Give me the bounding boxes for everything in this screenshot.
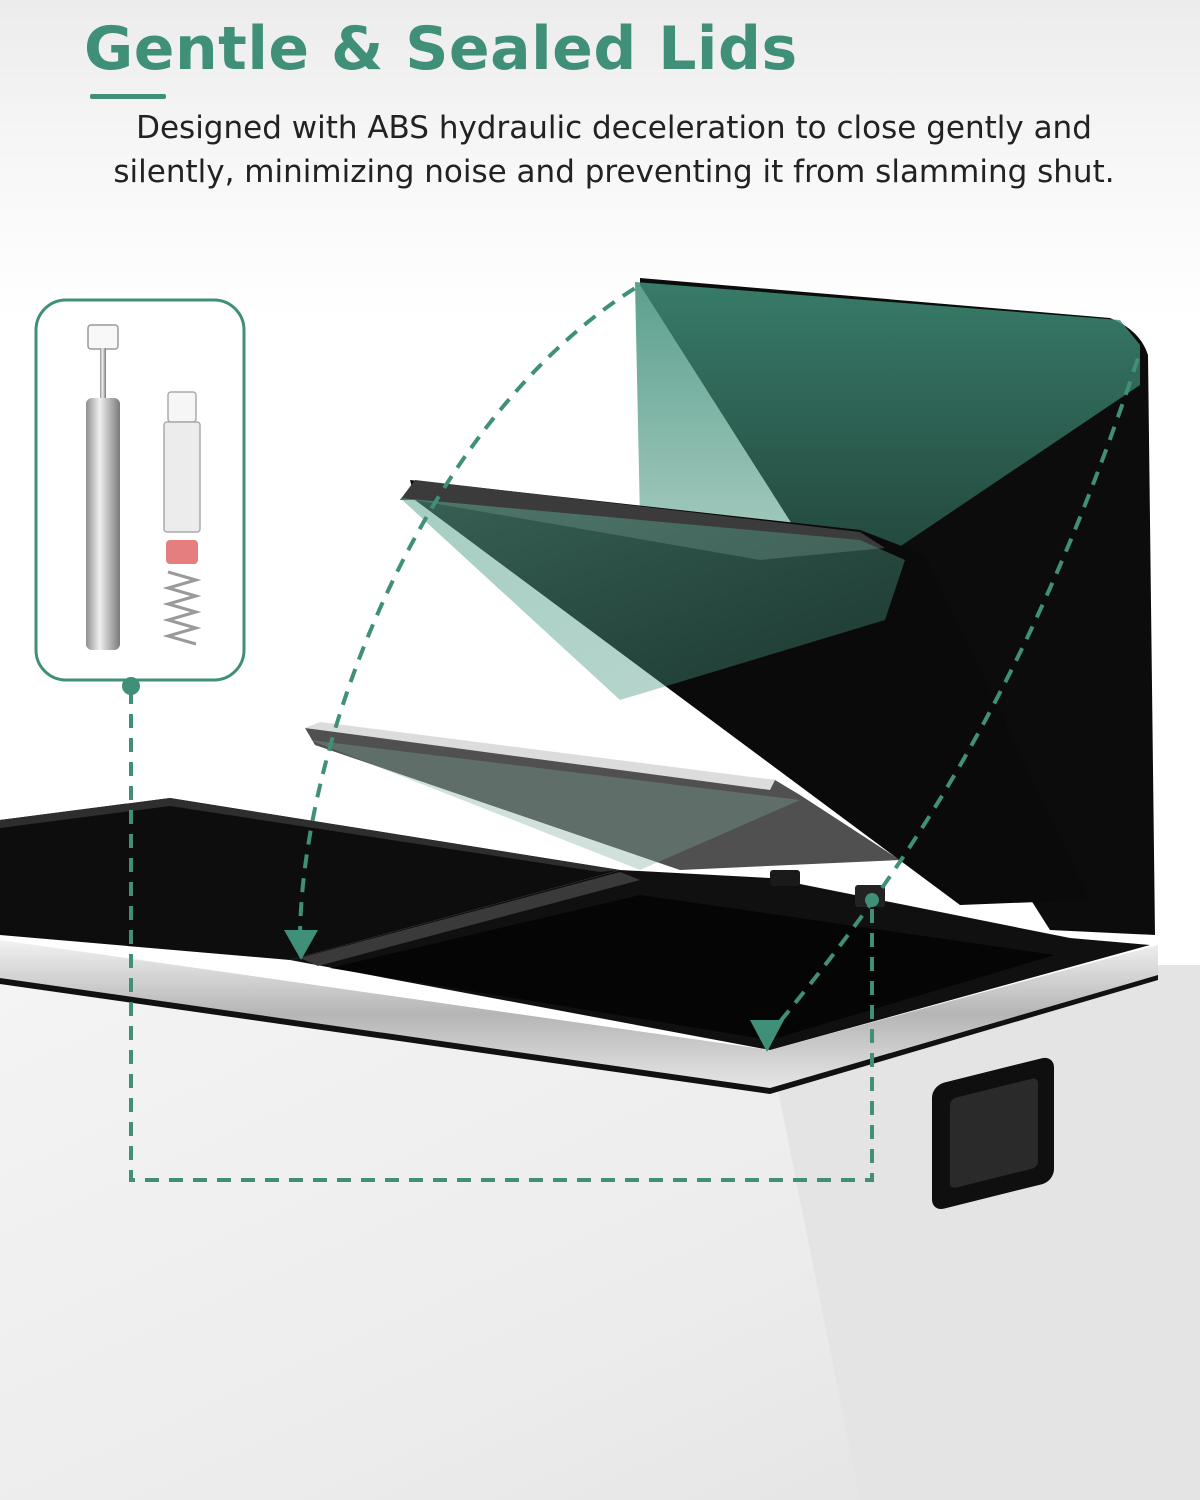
title-underline — [90, 94, 166, 99]
right-lid-ghost — [635, 282, 1140, 560]
damper-callout-frame — [34, 298, 246, 682]
bin-side-shade — [770, 965, 1200, 1500]
feature-description: Designed with ABS hydraulic deceleration… — [113, 110, 1115, 190]
low-lid-ghost — [305, 728, 900, 870]
dashed-arrow-arc-left — [298, 283, 642, 941]
connector-dot — [122, 677, 140, 695]
left-liner-opening — [0, 798, 620, 960]
dashed-arrow-icon — [284, 930, 784, 1052]
page-title: Gentle & Sealed Lids — [84, 14, 798, 84]
header-background — [0, 0, 1200, 320]
dashed-connector — [129, 283, 1142, 1182]
hydraulic-damper-icon — [86, 324, 202, 650]
bin-rim — [0, 940, 1158, 1088]
inner-bucket — [330, 895, 1055, 1040]
dashed-arrow-arc-large — [763, 351, 1142, 1042]
